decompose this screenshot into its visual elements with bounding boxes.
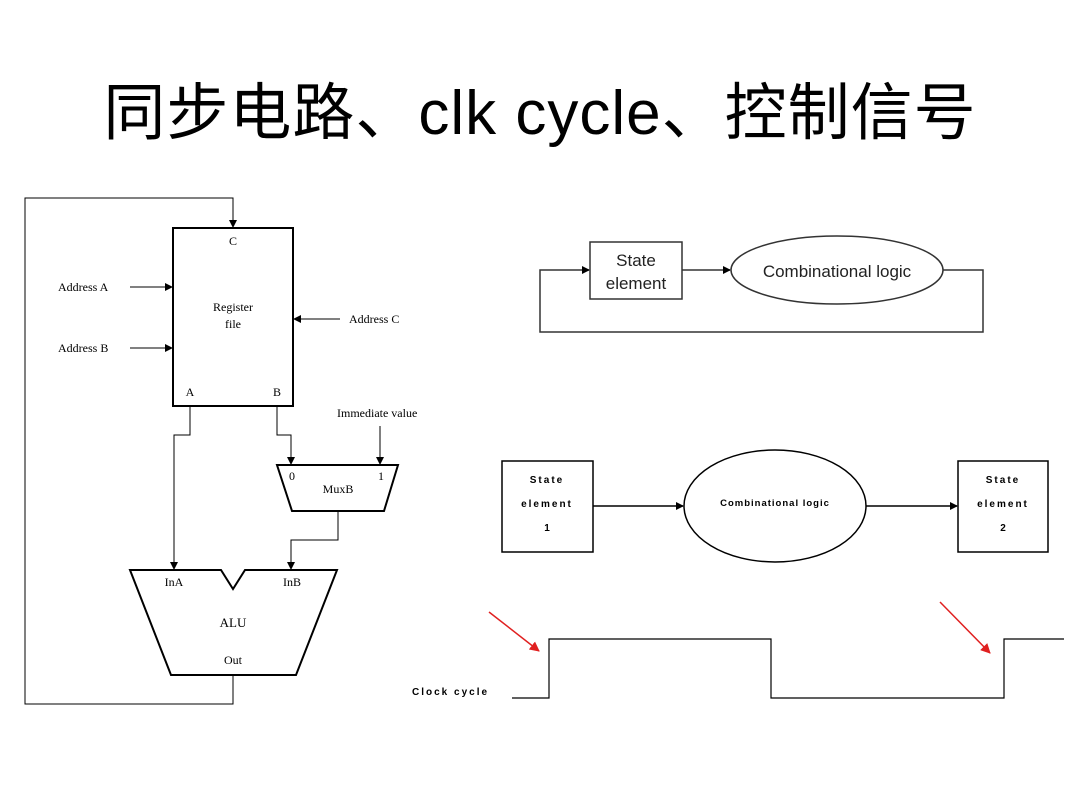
loop-feedback-wire [539, 266, 984, 333]
slide-title: 同步电路、clk cycle、控制信号 [103, 79, 977, 148]
state-element-2-line2: element [977, 499, 1029, 510]
feedback-wire [24, 197, 237, 705]
rising-edge-arrow-2 [939, 601, 991, 654]
state-element-1-line3: 1 [544, 523, 550, 534]
loop-state-label: State [616, 251, 656, 270]
datapath-diagram: C Register file A B Address A Address B … [24, 197, 417, 705]
state-element-2-line1: State [986, 475, 1020, 486]
register-port-a: A [186, 385, 195, 399]
mux-input-1: 1 [378, 469, 384, 483]
address-c-label: Address C [349, 312, 399, 326]
register-port-b: B [273, 385, 281, 399]
loop-logic-label: Combinational logic [763, 262, 912, 281]
wire-mux-to-inb [287, 511, 339, 570]
state-element-2-line3: 2 [1000, 523, 1006, 534]
state-element-2-box [957, 460, 1049, 553]
register-file-label-1: Register [213, 300, 253, 314]
clock-cycle-label: Clock cycle [412, 687, 489, 698]
state-pipeline-diagram: State element 1 Combinational logic Stat… [412, 449, 1064, 699]
alu-label: ALU [220, 615, 247, 630]
alu-shape [128, 569, 339, 676]
loop-element-label: element [606, 274, 667, 293]
loop-logic-ellipse [730, 235, 944, 305]
register-port-c: C [229, 234, 237, 248]
wire-b-to-mux [276, 406, 295, 465]
clock-waveform [512, 638, 1064, 699]
wire-a-to-ina [170, 406, 191, 570]
address-a-label: Address A [58, 280, 109, 294]
pipeline-logic-label: Combinational logic [720, 498, 830, 509]
state-element-1-line2: element [521, 499, 573, 510]
state-element-1-line1: State [530, 475, 564, 486]
alu-inb-label: InB [283, 575, 301, 589]
muxb-shape [275, 464, 400, 512]
mux-input-0: 0 [289, 469, 295, 483]
muxb-label: MuxB [323, 482, 354, 496]
state-logic-loop-diagram: State element Combinational logic [539, 235, 984, 333]
rising-edge-arrow-1 [488, 611, 540, 652]
immediate-label: Immediate value [337, 406, 417, 420]
alu-out-label: Out [224, 653, 243, 667]
address-b-label: Address B [58, 341, 108, 355]
register-file-label-2: file [225, 317, 241, 331]
alu-ina-label: InA [165, 575, 184, 589]
